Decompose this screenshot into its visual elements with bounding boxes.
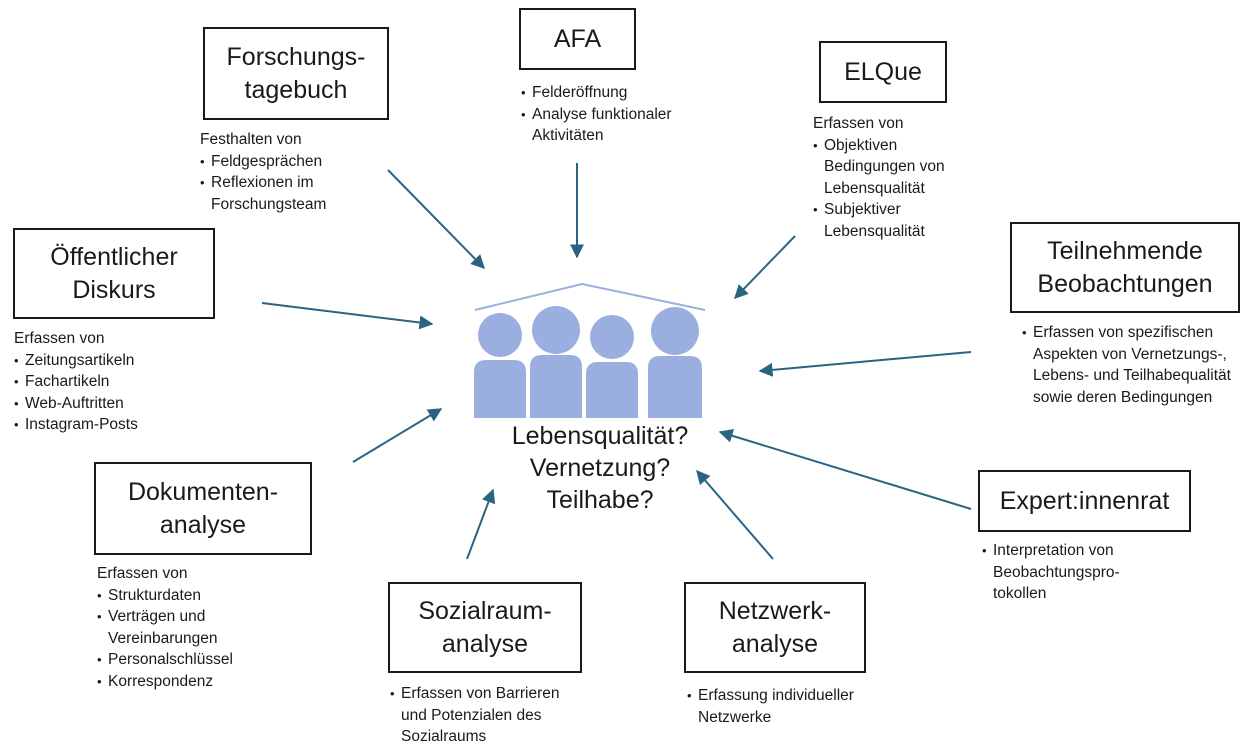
center-question-teilhabe: Teilhabe? xyxy=(546,486,654,514)
method-box-netzwerkanalyse: Netzwerk-analyse xyxy=(684,582,866,673)
method-desc-afa: Felderöffnung Analyse funktionaler Aktiv… xyxy=(521,82,711,147)
method-desc-oeffentlicher-diskurs: Erfassen von Zeitungsartikeln Fachartike… xyxy=(14,328,214,436)
arrow-expertinnenrat xyxy=(718,429,972,510)
box-title-line: Teilnehmende xyxy=(1047,237,1203,265)
list-item: Subjektiver Lebensqualität xyxy=(813,199,959,242)
arrow-oeffentlicher-diskurs xyxy=(261,302,434,330)
method-desc-forschungstagebuch: Festhalten von Feldgesprächen Reflexione… xyxy=(200,129,390,215)
box-title-line: ELQue xyxy=(844,57,922,86)
person-icon xyxy=(530,306,582,418)
box-title-line: Öffentlicher xyxy=(50,243,178,271)
arrow-sozialraumanalyse xyxy=(466,488,496,560)
desc-intro: Festhalten von xyxy=(200,131,302,148)
list-item: Korrespondenz xyxy=(97,671,297,693)
list-item: Analyse funktionaler Aktivitäten xyxy=(521,104,707,147)
box-title-line: Forschungs- xyxy=(226,43,366,71)
method-box-forschungstagebuch: Forschungs-tagebuch xyxy=(203,27,389,120)
box-title-line: Dokumenten- xyxy=(127,478,279,506)
list-item: Fachartikeln xyxy=(14,371,214,393)
method-desc-expertinnenrat: Interpretation von Beobachtungspro-tokol… xyxy=(982,540,1172,605)
list-item: Feldgesprächen xyxy=(200,151,390,173)
method-box-dokumentenanalyse: Dokumenten-analyse xyxy=(94,462,312,555)
box-title-line: Sozialraum- xyxy=(418,597,552,625)
method-desc-sozialraumanalyse: Erfassen von Barrieren und Potenzialen d… xyxy=(390,683,590,748)
list-item: Erfassen von Barrieren und Potenzialen d… xyxy=(390,683,581,748)
box-title-line: analyse xyxy=(441,629,529,658)
method-desc-teilnehmende-beobachtungen: Erfassen von spezifischen Aspekten von V… xyxy=(1022,322,1252,408)
list-item: Erfassen von spezifischen Aspekten von V… xyxy=(1022,322,1243,408)
list-item: Reflexionen im Forschungsteam xyxy=(200,172,361,215)
list-item: Web-Auftritten xyxy=(14,393,214,415)
desc-intro: Erfassen von xyxy=(97,565,188,582)
list-item: Interpretation von Beobachtungspro-tokol… xyxy=(982,540,1143,605)
method-box-elque: ELQue xyxy=(819,41,947,103)
center-question-vernetzung: Vernetzung? xyxy=(529,454,671,482)
list-item: Objektiven Bedingungen von Lebensqualitä… xyxy=(813,135,974,200)
method-box-afa: AFA xyxy=(519,8,636,70)
list-item: Strukturdaten xyxy=(97,585,297,607)
desc-intro: Erfassen von xyxy=(14,330,105,347)
method-desc-elque: Erfassen von Objektiven Bedingungen von … xyxy=(813,113,978,242)
arrow-netzwerkanalyse xyxy=(696,469,774,560)
box-title-line: Netzwerk- xyxy=(718,597,832,625)
box-title-line: tagebuch xyxy=(244,75,348,104)
arrow-forschungstagebuch xyxy=(387,169,485,270)
desc-intro: Erfassen von xyxy=(813,115,904,132)
center-question-lebensqualitaet: Lebensqualität? xyxy=(511,422,689,450)
list-item: Verträgen und Vereinbarungen xyxy=(97,606,258,649)
box-title-line: analyse xyxy=(159,510,247,539)
method-box-expertinnenrat: Expert:innenrat xyxy=(978,470,1191,532)
person-icon xyxy=(648,307,702,418)
list-item: Erfassung individueller Netzwerke xyxy=(687,685,878,728)
arrow-elque xyxy=(734,235,796,300)
box-title-line: Expert:innenrat xyxy=(999,486,1170,515)
list-item: Zeitungsartikeln xyxy=(14,350,214,372)
list-item: Felderöffnung xyxy=(521,82,711,104)
box-title-line: analyse xyxy=(731,629,819,658)
person-icon xyxy=(474,313,526,418)
center-questions: Lebensqualität? Vernetzung? Teilhabe? xyxy=(470,420,730,516)
method-box-sozialraumanalyse: Sozialraum-analyse xyxy=(388,582,582,673)
box-title-line: AFA xyxy=(553,24,602,53)
arrow-dokumentenanalyse xyxy=(352,408,443,463)
person-icon xyxy=(586,315,638,418)
box-title-line: Diskurs xyxy=(72,275,156,304)
method-desc-netzwerkanalyse: Erfassung individueller Netzwerke xyxy=(687,685,887,728)
method-desc-dokumentenanalyse: Erfassen von Strukturdaten Verträgen und… xyxy=(97,563,297,692)
box-title-line: Beobachtungen xyxy=(1037,269,1213,298)
roof-icon xyxy=(474,282,706,311)
list-item: Instagram-Posts xyxy=(14,414,214,436)
list-item: Personalschlüssel xyxy=(97,649,297,671)
arrow-teilnehmende-beobachtungen xyxy=(758,351,972,377)
